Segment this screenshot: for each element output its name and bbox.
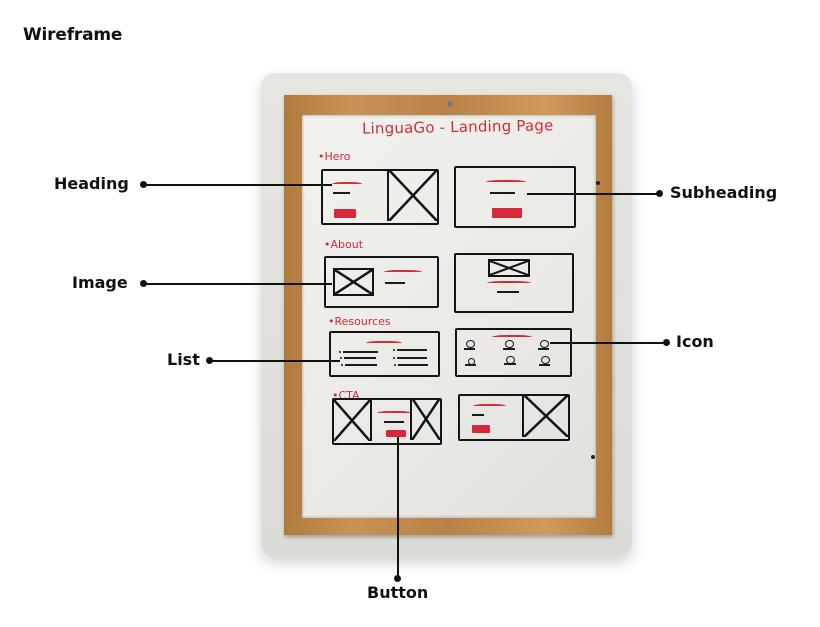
image-placeholder-icon — [522, 395, 568, 437]
section-label-about: •About — [324, 238, 364, 251]
image-placeholder-icon — [334, 400, 372, 441]
page-title: Wireframe — [23, 25, 123, 45]
icon-caption-scribble — [504, 363, 516, 365]
callout-list-line — [210, 360, 340, 362]
whiteboard-title: LinguaGo - Landing Page — [361, 116, 554, 138]
image-placeholder-icon — [488, 259, 530, 277]
screw-icon — [447, 101, 453, 107]
subheading-scribble — [490, 192, 515, 194]
list-item-scribble — [343, 351, 378, 353]
callout-image-label: Image — [72, 273, 128, 292]
subheading-scribble — [385, 282, 405, 284]
callout-list-dot — [206, 357, 213, 364]
heading-scribble — [473, 404, 506, 409]
about-wireframe-a — [324, 256, 439, 308]
callout-image-dot — [140, 280, 147, 287]
section-label-resources: •Resources — [328, 315, 391, 328]
button-scribble — [492, 208, 522, 218]
list-item-scribble — [345, 364, 377, 366]
callout-icon-line — [550, 342, 666, 344]
callout-icon-dot — [663, 339, 670, 346]
list-item-scribble — [398, 364, 428, 366]
heading-scribble — [492, 335, 532, 340]
list-item-scribble — [397, 349, 427, 351]
cta-wireframe-a — [332, 398, 442, 445]
cta-wireframe-b — [458, 394, 570, 441]
callout-heading-dot — [140, 181, 147, 188]
heading-scribble — [366, 341, 402, 346]
about-wireframe-b — [454, 253, 574, 313]
section-label-hero: •Hero — [318, 150, 351, 163]
callout-list-label: List — [167, 350, 200, 369]
list-bullet — [339, 351, 341, 353]
subheading-scribble — [333, 192, 350, 194]
callout-button-label: Button — [367, 583, 429, 602]
button-scribble — [386, 430, 406, 437]
list-item-scribble — [397, 357, 427, 359]
heading-scribble — [487, 281, 531, 286]
resources-wireframe-a — [329, 331, 440, 377]
callout-heading-line — [144, 184, 332, 186]
subheading-scribble — [497, 291, 519, 293]
list-bullet — [341, 364, 343, 366]
callout-icon-label: Icon — [676, 332, 714, 351]
image-placeholder-icon — [333, 268, 374, 296]
subheading-scribble — [384, 421, 404, 423]
callout-subheading-line — [527, 193, 659, 195]
heading-scribble — [384, 270, 422, 275]
callout-image-line — [144, 283, 332, 285]
icon-caption-scribble — [539, 364, 550, 366]
hero-wireframe-a — [321, 169, 439, 225]
resources-wireframe-b — [455, 328, 572, 377]
button-scribble — [472, 425, 490, 433]
icon-caption-scribble — [503, 348, 515, 350]
image-placeholder-icon — [410, 398, 440, 440]
hero-wireframe-b — [454, 166, 576, 228]
list-bullet — [393, 357, 395, 359]
list-bullet — [340, 357, 342, 359]
image-placeholder-icon — [387, 170, 437, 221]
button-scribble — [334, 209, 356, 218]
frame-hole — [596, 181, 600, 185]
list-item-scribble — [344, 357, 376, 359]
subheading-scribble — [472, 414, 484, 416]
callout-heading-label: Heading — [54, 174, 129, 193]
icon-placeholder — [540, 340, 549, 348]
heading-scribble — [377, 411, 411, 416]
icon-caption-scribble — [538, 348, 549, 350]
icon-caption-scribble — [464, 348, 475, 350]
icon-caption-scribble — [465, 364, 476, 366]
callout-button-dot — [394, 575, 401, 582]
callout-subheading-label: Subheading — [670, 183, 778, 202]
callout-subheading-dot — [656, 190, 663, 197]
heading-scribble — [332, 182, 362, 187]
icon-placeholder — [505, 340, 514, 348]
callout-button-line — [397, 437, 399, 576]
heading-scribble — [486, 180, 526, 185]
list-bullet — [394, 364, 396, 366]
icon-placeholder — [466, 340, 475, 348]
icon-placeholder — [541, 356, 550, 364]
frame-hole — [591, 455, 595, 459]
list-bullet — [393, 349, 395, 351]
